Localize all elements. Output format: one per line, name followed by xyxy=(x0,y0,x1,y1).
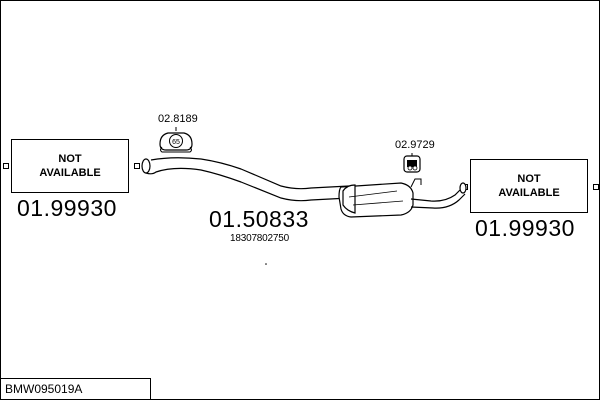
middle-part-oem-number: 18307802750 xyxy=(230,233,289,244)
left-part-box[interactable]: NOT AVAILABLE xyxy=(11,139,129,193)
left-part-number[interactable]: 01.99930 xyxy=(17,195,117,221)
tail-pipe xyxy=(410,182,467,209)
front-pipe xyxy=(141,157,350,202)
clamp-part-number[interactable]: 02.8189 xyxy=(158,113,198,125)
right-part-number[interactable]: 01.99930 xyxy=(475,215,575,241)
right-part-status: NOT AVAILABLE xyxy=(498,173,560,199)
left-connector-outer xyxy=(3,163,9,169)
left-part-status: NOT AVAILABLE xyxy=(39,153,101,179)
hanger-part-number[interactable]: 02.9729 xyxy=(395,139,435,151)
right-connector-outer xyxy=(593,184,599,190)
dot-marker xyxy=(265,263,267,265)
rubber-hanger-icon xyxy=(403,155,421,173)
silencer-hanger-bracket xyxy=(410,178,422,188)
middle-part-number[interactable]: 01.50833 xyxy=(209,206,309,232)
clamp-icon xyxy=(159,132,193,153)
right-part-box[interactable]: NOT AVAILABLE xyxy=(470,159,588,213)
reference-code: BMW095019A xyxy=(5,382,83,396)
reference-code-box: BMW095019A xyxy=(1,378,151,399)
left-connector-inner xyxy=(134,163,140,169)
clamp-badge-text: 65 xyxy=(172,139,180,146)
silencer xyxy=(338,182,414,218)
